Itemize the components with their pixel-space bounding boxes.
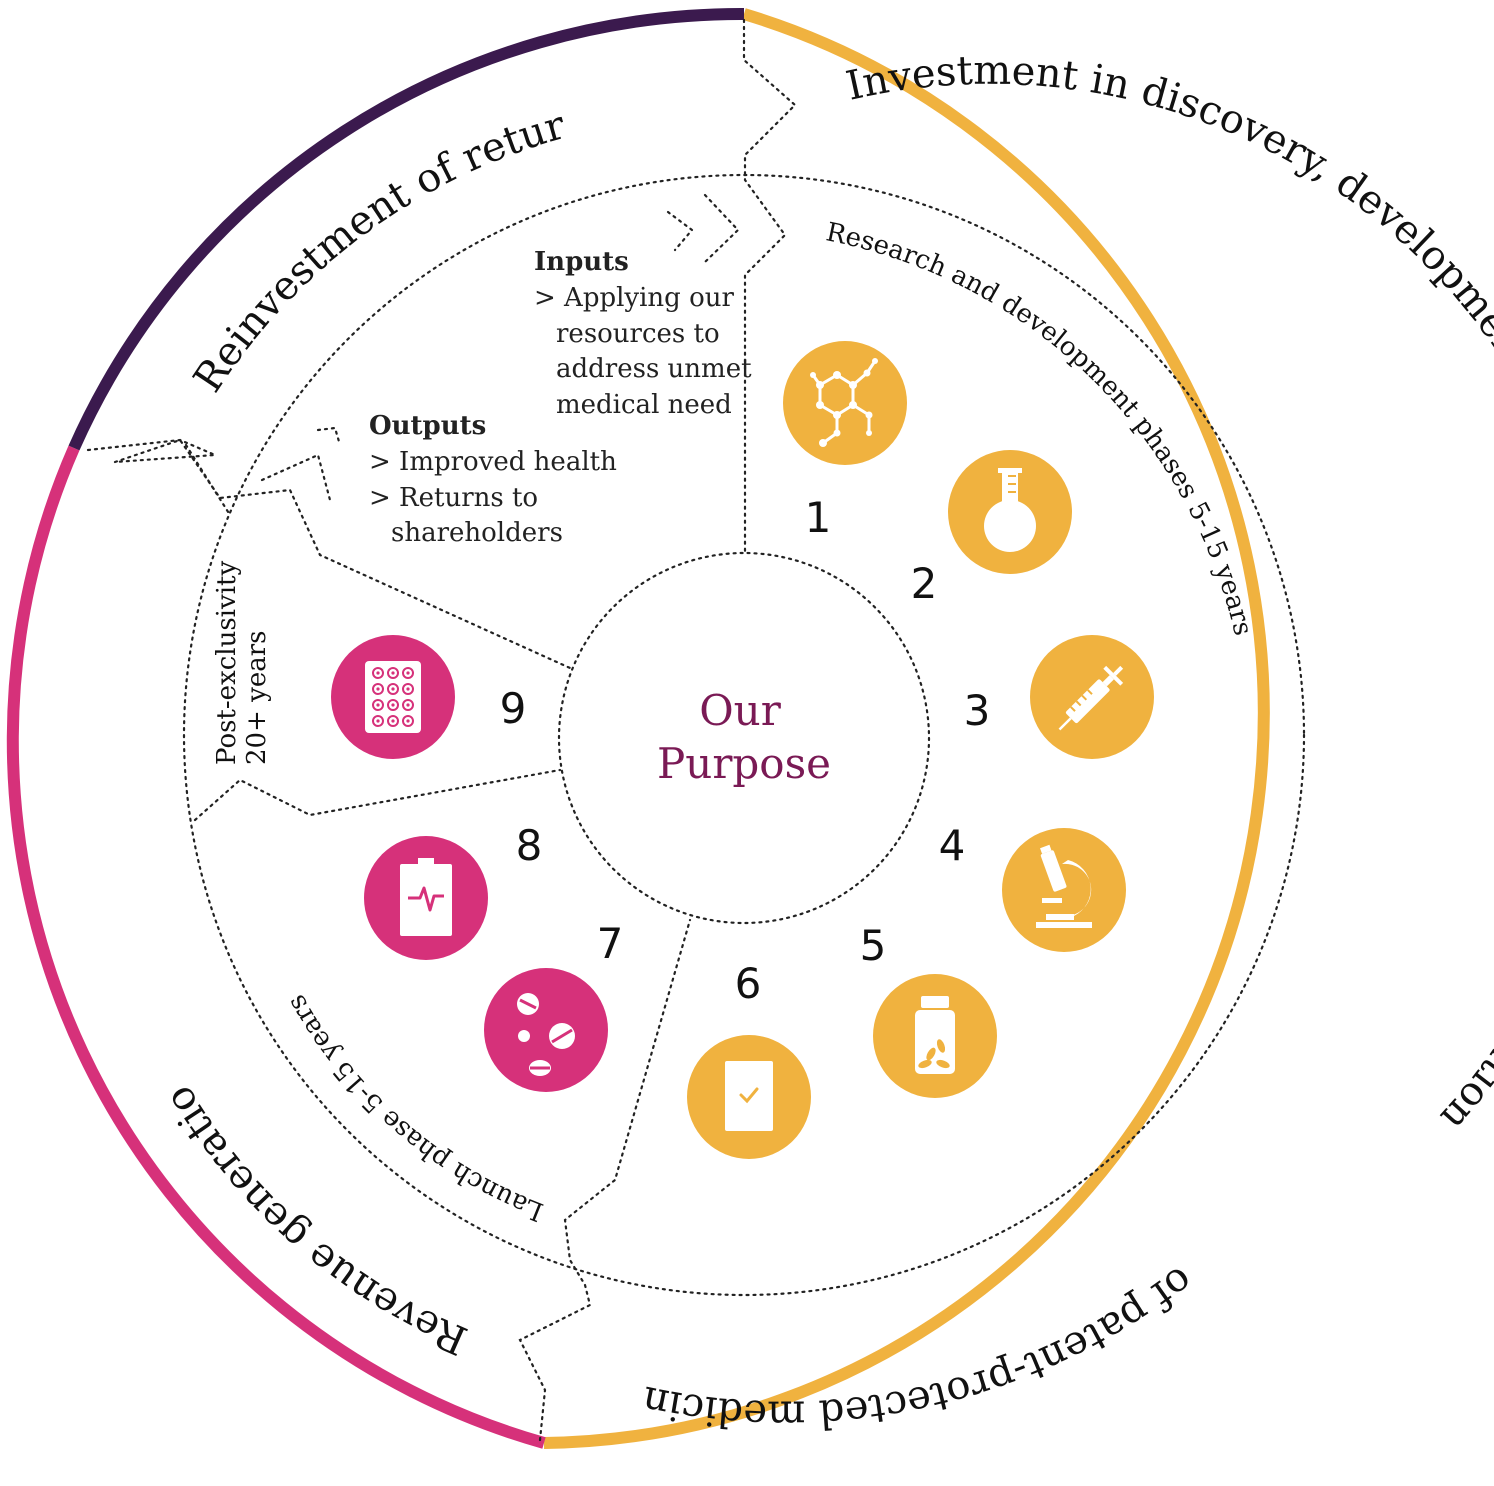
center-purpose: Our Purpose <box>657 686 831 788</box>
outputs-line: shareholders <box>391 518 563 548</box>
step-numbers: 1 2 3 4 5 6 7 8 9 <box>500 493 991 1008</box>
step-number-9: 9 <box>500 684 527 733</box>
clipboard-pulse-icon <box>364 836 488 960</box>
step-number-6: 6 <box>735 959 762 1008</box>
svg-text:Post-exclusivity: Post-exclusivity <box>212 561 242 765</box>
step-number-8: 8 <box>516 821 543 870</box>
step-number-2: 2 <box>911 559 938 608</box>
syringe-icon <box>1030 635 1154 759</box>
step-icons <box>331 341 1154 1159</box>
reinvestment-arc <box>68 7 745 451</box>
pills-icon <box>484 968 608 1092</box>
outer-ring <box>6 7 1270 1449</box>
inputs-line: > Applying our <box>534 283 734 313</box>
inputs-line: resources to <box>556 319 720 349</box>
outputs-heading: Outputs <box>369 411 486 441</box>
clipboard-check-icon <box>687 1035 811 1159</box>
purpose-line2: Purpose <box>657 739 831 788</box>
step-number-1: 1 <box>805 493 832 542</box>
outputs-line: > Improved health <box>369 447 617 477</box>
inputs-block: Inputs > Applying our resources to addre… <box>534 247 752 420</box>
blister-pack-icon <box>331 635 455 759</box>
dotted-dividers <box>86 18 1306 1442</box>
investment-arc <box>543 8 1270 1449</box>
inputs-line: medical need <box>556 390 732 420</box>
step-number-3: 3 <box>964 686 991 735</box>
step-number-7: 7 <box>597 919 624 968</box>
svg-text:20+ years: 20+ years <box>242 631 272 765</box>
molecule-icon <box>783 341 907 465</box>
inputs-line: address unmet <box>556 354 752 384</box>
post-exclusivity-label: Post-exclusivity 20+ years <box>212 561 272 765</box>
pill-bottle-icon <box>873 974 997 1098</box>
microscope-icon <box>1002 828 1126 952</box>
step-number-4: 4 <box>939 821 966 870</box>
revenue-arc <box>6 445 546 1449</box>
flask-icon <box>948 450 1072 574</box>
step-number-5: 5 <box>860 921 887 970</box>
outputs-line: > Returns to <box>369 483 538 513</box>
outputs-block: Outputs > Improved health > Returns to s… <box>369 411 617 548</box>
purpose-line1: Our <box>699 686 781 735</box>
inputs-heading: Inputs <box>534 247 629 277</box>
